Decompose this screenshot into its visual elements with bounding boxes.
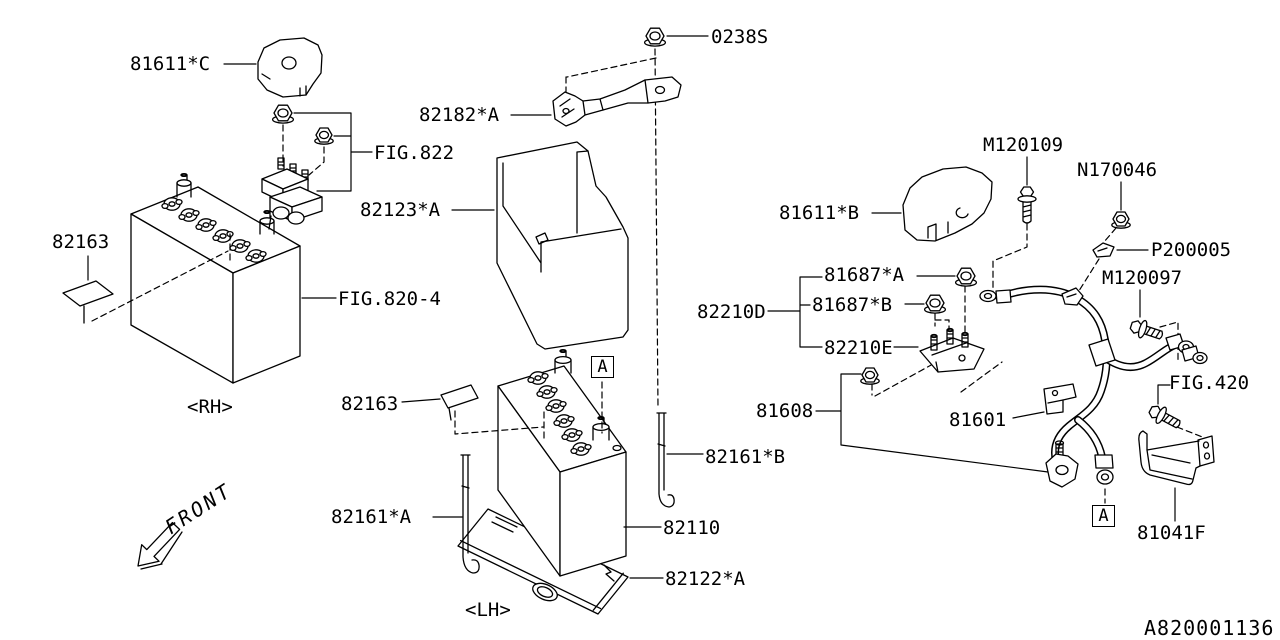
nut-icon [314,127,334,145]
part-label-82210E: 82210E [824,337,893,359]
hold-down-bracket-drawing [552,76,682,127]
clip-icon [1092,242,1115,258]
part-label-82123A: 82123*A [360,199,441,221]
part-label-82110: 82110 [663,517,721,539]
battery-cover-box-drawing [496,141,629,350]
part-label-82161A: 82161*A [331,506,412,528]
fuse-block-drawing [261,157,323,230]
battery-caps-icon [161,197,267,263]
battery-rh-drawing [130,172,301,384]
part-label-82182A: 82182*A [419,104,500,126]
bolt-icon [1017,186,1037,224]
part-label-FIG.420: FIG.420 [1169,372,1250,394]
nut-icon [954,267,978,287]
part-label-81687B: 81687*B [812,294,893,316]
leader-lines [87,35,1176,579]
terminal-cover-b-drawing [902,166,993,242]
terminal-bracket-drawing [919,327,985,373]
section-marker-a-2: A [1092,505,1115,527]
rod-a-drawing [460,454,480,574]
front-arrow [137,521,183,570]
ground-bracket-drawing [1138,430,1215,486]
part-label-RH: <RH> [187,396,233,418]
part-label-FIG.8204: FIG.820-4 [338,288,441,310]
part-label-81601: 81601 [949,409,1007,431]
nut-icon [923,294,947,314]
ring-terminal-icon [979,289,1012,304]
battery-post-icon [554,348,622,452]
part-label-81611C: 81611*C [130,53,211,75]
part-label-82210D: 82210D [697,301,766,323]
harness-bracket-icon [1043,383,1077,415]
part-label-81687A: 81687*A [824,264,905,286]
nut-icon [271,104,295,124]
caution-sticker-drawing [62,280,479,421]
part-label-82163: 82163 [52,231,110,253]
harness-protector-icon [1088,338,1116,367]
nut-icon [1111,211,1131,229]
battery-clamp-icon [1045,440,1079,488]
bolt-icon [1129,319,1164,340]
section-marker-a-1: A [591,356,614,378]
construction-lines [91,48,1206,504]
fasteners-drawing [271,27,1181,429]
part-label-81041F: 81041F [1137,522,1206,544]
part-label-M120097: M120097 [1102,267,1183,289]
part-label-81611B: 81611*B [779,202,860,224]
harness-clip-icon [1061,287,1084,306]
ring-terminal-icon [1094,454,1114,485]
part-label-82122A: 82122*A [665,568,746,590]
nut-icon [643,27,667,47]
part-label-FIG.822: FIG.822 [374,142,455,164]
part-label-N170046: N170046 [1077,159,1158,181]
part-label-M120109: M120109 [983,134,1064,156]
part-label-P200005: P200005 [1151,239,1232,261]
battery-caps-icon [527,371,592,456]
battery-lh-drawing [497,348,627,577]
part-label-0238S: 0238S [711,26,769,48]
part-label-LH: <LH> [465,599,511,621]
bolt-icon [1148,405,1181,429]
rod-b-drawing [656,412,675,508]
terminal-cover-c-drawing [257,37,323,98]
cable-harness-drawing [979,285,1208,488]
ring-terminal-icon [1165,333,1208,365]
part-label-81608: 81608 [756,400,814,422]
part-label-82163: 82163 [341,393,399,415]
nut-icon [860,367,880,385]
part-label-82161B: 82161*B [705,446,786,468]
drawing-number: A820001136 [1144,616,1275,640]
